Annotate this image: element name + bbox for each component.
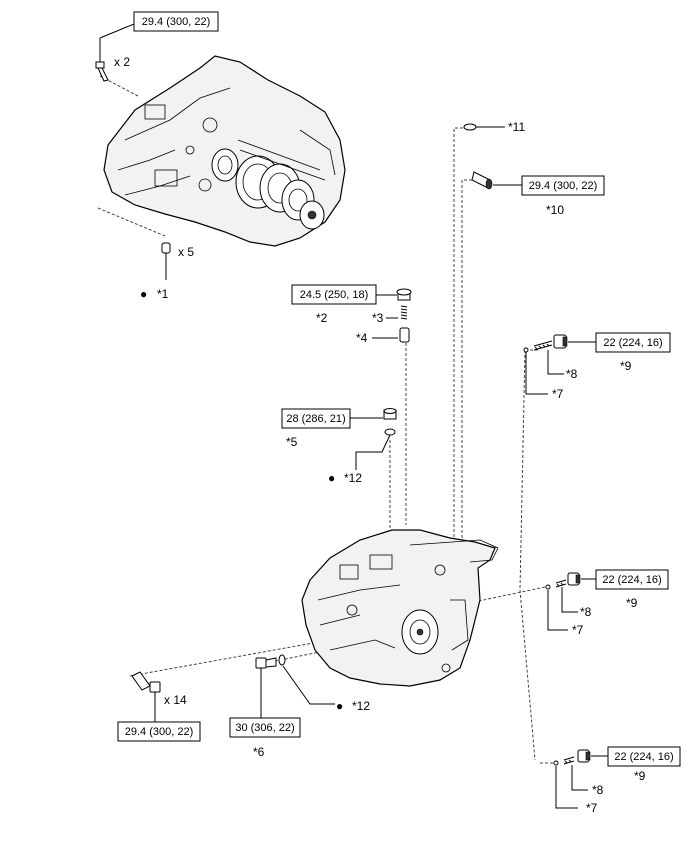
- torque-value: 29.4 (300, 22): [529, 180, 598, 192]
- switch-part-10: [471, 171, 522, 190]
- callout-1: *1: [157, 287, 169, 301]
- detent-group-1: [523, 334, 596, 395]
- plug-part-5: [350, 408, 397, 420]
- quantity-label: x 5: [178, 245, 194, 259]
- callout-11: *11: [508, 120, 525, 134]
- torque-value: 29.4 (300, 22): [125, 726, 194, 738]
- gasket-part-12-upper: [355, 428, 396, 470]
- drain-plug-part-6: [255, 654, 335, 718]
- bullet-marker: ●: [328, 471, 335, 485]
- gear-set: [211, 129, 336, 230]
- dowel-pin: [161, 242, 171, 280]
- callout-12: *12: [344, 471, 362, 485]
- torque-box-1: 29.4 (300, 22): [133, 11, 219, 32]
- callout-7: *7: [586, 801, 598, 815]
- callout-3: *3: [372, 311, 384, 325]
- torque-box-2: 29.4 (300, 22): [521, 175, 605, 196]
- callout-4: *4: [356, 331, 368, 345]
- spring-part-3: [386, 305, 408, 320]
- detent-group-2: [545, 572, 596, 631]
- torque-box-7: 29.4 (300, 22): [117, 721, 201, 742]
- torque-box-3: 24.5 (250, 18): [291, 284, 377, 305]
- plug-part-2: [376, 288, 412, 301]
- callout-6: *6: [253, 745, 265, 759]
- callout-12: *12: [352, 699, 370, 713]
- callout-9: *9: [626, 596, 638, 610]
- detent-group-3: [553, 749, 608, 809]
- torque-value: 28 (286, 21): [286, 413, 345, 425]
- case-bolt-upper: [95, 23, 135, 82]
- transaxle-housing-lower: [301, 529, 499, 687]
- torque-value: 24.5 (250, 18): [300, 289, 369, 301]
- torque-value: 29.4 (300, 22): [142, 16, 211, 28]
- callout-8: *8: [580, 605, 592, 619]
- callout-9: *9: [620, 359, 632, 373]
- callout-2: *2: [316, 311, 328, 325]
- torque-box-8: 30 (306, 22): [229, 717, 301, 738]
- torque-value: 22 (224, 16): [603, 337, 662, 349]
- callout-7: *7: [572, 623, 584, 637]
- callout-9: *9: [634, 769, 646, 783]
- callout-7: *7: [552, 387, 564, 401]
- torque-box-5: 28 (286, 21): [281, 408, 351, 429]
- torque-box-6: 22 (224, 16): [595, 569, 669, 590]
- bullet-marker: ●: [336, 699, 343, 713]
- ring-part-11: [463, 123, 505, 131]
- torque-value: 22 (224, 16): [602, 574, 661, 586]
- callout-5: *5: [286, 435, 298, 449]
- callout-8: *8: [566, 367, 578, 381]
- callout-8: *8: [592, 783, 604, 797]
- transaxle-case-upper: [103, 55, 346, 247]
- quantity-label: x 2: [114, 55, 130, 69]
- torque-box-9: 22 (224, 16): [607, 746, 681, 767]
- torque-value: 30 (306, 22): [235, 722, 294, 734]
- pin-part-4: [372, 327, 410, 343]
- quantity-label: x 14: [164, 693, 187, 707]
- torque-box-4: 22 (224, 16): [595, 332, 671, 353]
- bullet-marker: ●: [140, 287, 147, 301]
- housing-bolt-lower-left: [131, 671, 161, 722]
- callout-10: *10: [546, 203, 564, 217]
- torque-value: 22 (224, 16): [614, 751, 673, 763]
